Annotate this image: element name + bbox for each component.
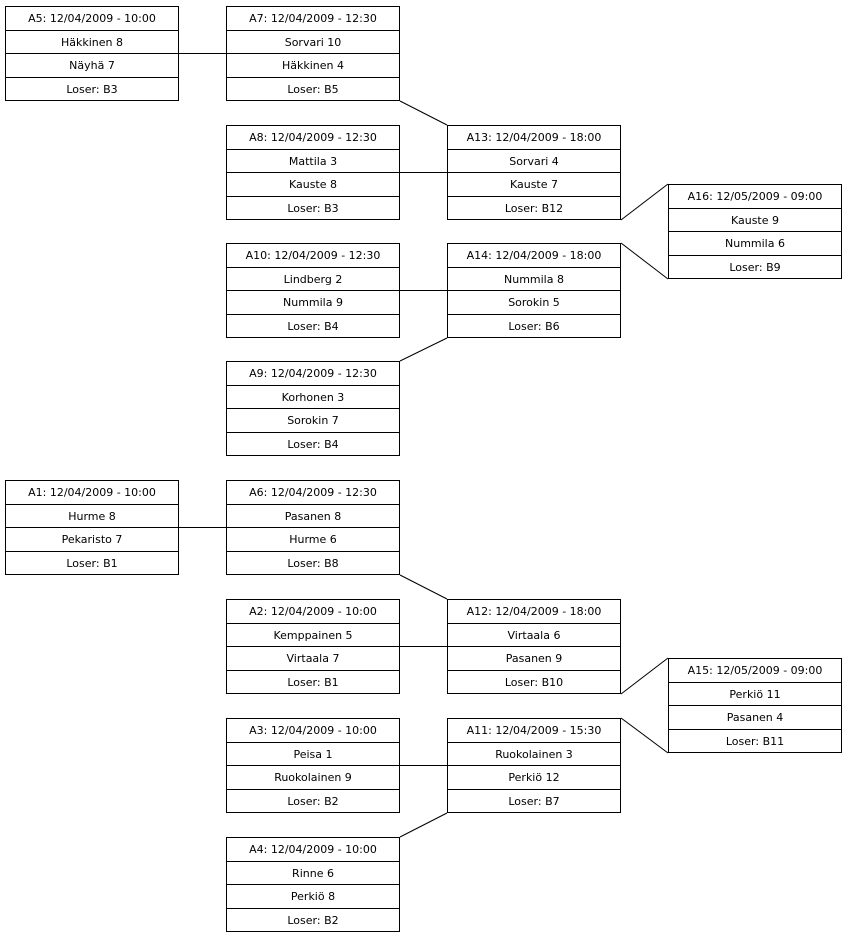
connector-a9-a14 xyxy=(399,337,448,362)
connector-a13-a16 xyxy=(620,183,669,221)
team-bottom: Pekaristo 7 xyxy=(6,528,178,552)
match-header: A6: 12/04/2009 - 12:30 xyxy=(227,481,399,505)
team-bottom: Virtaala 7 xyxy=(227,647,399,671)
team-bottom: Näyhä 7 xyxy=(6,54,178,78)
match-a15: A15: 12/05/2009 - 09:00 Perkiö 11 Pasane… xyxy=(668,658,842,753)
loser-label: Loser: B7 xyxy=(508,794,560,808)
team-top: Kauste 9 xyxy=(669,209,841,232)
connector-a12-a15 xyxy=(620,657,669,695)
team-bottom: Kauste 8 xyxy=(227,173,399,197)
loser-label: Loser: B4 xyxy=(287,319,339,333)
team-top: Lindberg 2 xyxy=(227,268,399,291)
connector-a7-a13 xyxy=(399,100,448,126)
match-header: A2: 12/04/2009 - 10:00 xyxy=(227,600,399,624)
team-top: Häkkinen 8 xyxy=(6,31,178,54)
team-bottom: Nummila 6 xyxy=(669,232,841,256)
team-top: Virtaala 6 xyxy=(448,624,620,647)
match-header: A1: 12/04/2009 - 10:00 xyxy=(6,481,178,505)
match-header: A13: 12/04/2009 - 18:00 xyxy=(448,126,620,150)
team-bottom: Nummila 9 xyxy=(227,291,399,315)
match-header: A5: 12/04/2009 - 10:00 xyxy=(6,7,178,31)
loser-label: Loser: B8 xyxy=(287,556,339,570)
match-a7: A7: 12/04/2009 - 12:30 Sorvari 10 Häkkin… xyxy=(226,6,400,101)
connector-a11-a15 xyxy=(620,717,669,754)
connector-a14-a16 xyxy=(620,242,669,280)
team-bottom: Pasanen 9 xyxy=(448,647,620,671)
loser-label: Loser: B3 xyxy=(287,201,339,215)
match-a13: A13: 12/04/2009 - 18:00 Sorvari 4 Kauste… xyxy=(447,125,621,220)
team-top: Ruokolainen 3 xyxy=(448,743,620,766)
loser-label: Loser: B3 xyxy=(66,82,118,96)
connector-a4-a11 xyxy=(399,812,448,838)
match-header: A11: 12/04/2009 - 15:30 xyxy=(448,719,620,743)
loser-label: Loser: B12 xyxy=(504,201,564,215)
team-bottom: Hurme 6 xyxy=(227,528,399,552)
team-bottom: Ruokolainen 9 xyxy=(227,766,399,790)
team-top: Sorvari 4 xyxy=(448,150,620,173)
team-bottom: Sorokin 7 xyxy=(227,409,399,433)
team-top: Korhonen 3 xyxy=(227,386,399,409)
match-a14: A14: 12/04/2009 - 18:00 Nummila 8 Soroki… xyxy=(447,243,621,338)
loser-label: Loser: B1 xyxy=(66,556,118,570)
team-top: Hurme 8 xyxy=(6,505,178,528)
team-bottom: Perkiö 12 xyxy=(448,766,620,790)
team-bottom: Pasanen 4 xyxy=(669,706,841,730)
team-top: Sorvari 10 xyxy=(227,31,399,54)
match-header: A7: 12/04/2009 - 12:30 xyxy=(227,7,399,31)
team-top: Nummila 8 xyxy=(448,268,620,291)
match-a10: A10: 12/04/2009 - 12:30 Lindberg 2 Nummi… xyxy=(226,243,400,338)
loser-label: Loser: B1 xyxy=(287,675,339,689)
connector-a6-a12 xyxy=(399,574,448,600)
match-a5: A5: 12/04/2009 - 10:00 Häkkinen 8 Näyhä … xyxy=(5,6,179,101)
match-header: A14: 12/04/2009 - 18:00 xyxy=(448,244,620,268)
match-header: A16: 12/05/2009 - 09:00 xyxy=(669,185,841,209)
team-bottom: Perkiö 8 xyxy=(227,885,399,909)
match-a16: A16: 12/05/2009 - 09:00 Kauste 9 Nummila… xyxy=(668,184,842,279)
team-top: Kemppainen 5 xyxy=(227,624,399,647)
match-header: A8: 12/04/2009 - 12:30 xyxy=(227,126,399,150)
match-a11: A11: 12/04/2009 - 15:30 Ruokolainen 3 Pe… xyxy=(447,718,621,813)
match-header: A12: 12/04/2009 - 18:00 xyxy=(448,600,620,624)
match-header: A15: 12/05/2009 - 09:00 xyxy=(669,659,841,683)
match-header: A4: 12/04/2009 - 10:00 xyxy=(227,838,399,862)
match-header: A3: 12/04/2009 - 10:00 xyxy=(227,719,399,743)
team-bottom: Kauste 7 xyxy=(448,173,620,197)
team-top: Mattila 3 xyxy=(227,150,399,173)
match-a3: A3: 12/04/2009 - 10:00 Peisa 1 Ruokolain… xyxy=(226,718,400,813)
loser-label: Loser: B6 xyxy=(508,319,560,333)
team-top: Perkiö 11 xyxy=(669,683,841,706)
loser-label: Loser: B5 xyxy=(287,82,339,96)
match-a12: A12: 12/04/2009 - 18:00 Virtaala 6 Pasan… xyxy=(447,599,621,694)
loser-label: Loser: B2 xyxy=(287,794,339,808)
team-bottom: Sorokin 5 xyxy=(448,291,620,315)
team-top: Rinne 6 xyxy=(227,862,399,885)
match-a9: A9: 12/04/2009 - 12:30 Korhonen 3 Soroki… xyxy=(226,361,400,456)
match-a6: A6: 12/04/2009 - 12:30 Pasanen 8 Hurme 6… xyxy=(226,480,400,575)
match-a4: A4: 12/04/2009 - 10:00 Rinne 6 Perkiö 8 … xyxy=(226,837,400,932)
team-bottom: Häkkinen 4 xyxy=(227,54,399,78)
loser-label: Loser: B2 xyxy=(287,913,339,927)
team-top: Pasanen 8 xyxy=(227,505,399,528)
match-a2: A2: 12/04/2009 - 10:00 Kemppainen 5 Virt… xyxy=(226,599,400,694)
match-a8: A8: 12/04/2009 - 12:30 Mattila 3 Kauste … xyxy=(226,125,400,220)
match-header: A10: 12/04/2009 - 12:30 xyxy=(227,244,399,268)
loser-label: Loser: B9 xyxy=(729,260,781,274)
loser-label: Loser: B4 xyxy=(287,437,339,451)
match-header: A9: 12/04/2009 - 12:30 xyxy=(227,362,399,386)
loser-label: Loser: B11 xyxy=(725,734,785,748)
loser-label: Loser: B10 xyxy=(504,675,564,689)
team-top: Peisa 1 xyxy=(227,743,399,766)
match-a1: A1: 12/04/2009 - 10:00 Hurme 8 Pekaristo… xyxy=(5,480,179,575)
